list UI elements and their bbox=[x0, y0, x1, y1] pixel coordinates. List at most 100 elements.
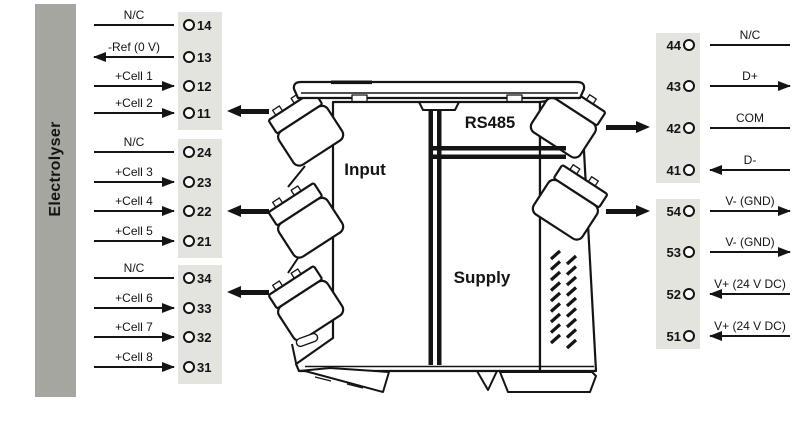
terminal-42: 42 bbox=[656, 120, 700, 136]
terminal-14: 14 bbox=[178, 17, 222, 33]
wire-row-51: V+ (24 V DC) bbox=[709, 318, 790, 341]
wire-line bbox=[94, 361, 175, 372]
wire-line bbox=[709, 330, 790, 341]
terminal-11: 11 bbox=[178, 105, 222, 121]
wire-label: +Cell 1 bbox=[115, 69, 153, 83]
terminal-circle-icon bbox=[183, 51, 195, 63]
wire-line bbox=[94, 302, 175, 313]
wire-row-23: +Cell 3 bbox=[94, 164, 175, 187]
terminal-circle-icon bbox=[683, 330, 695, 342]
terminal-number: 11 bbox=[197, 105, 211, 121]
flow-arrow-left-icon bbox=[227, 286, 269, 299]
wire-row-31: +Cell 8 bbox=[94, 349, 175, 372]
terminal-number: 33 bbox=[197, 300, 212, 316]
terminal-32: 32 bbox=[178, 329, 222, 345]
wire-row-14: N/C bbox=[94, 7, 174, 26]
terminal-circle-icon bbox=[683, 80, 695, 92]
housing-left-edge bbox=[287, 165, 306, 364]
wire-label: +Cell 4 bbox=[115, 194, 153, 208]
wire-line bbox=[94, 107, 175, 118]
terminal-block-24-21: 24 23 22 21 bbox=[178, 139, 222, 258]
terminal-52: 52 bbox=[656, 286, 700, 302]
arrow-right-icon bbox=[162, 205, 175, 216]
electrolyser-label: Electrolyser bbox=[46, 121, 64, 217]
wire-label: +Cell 8 bbox=[115, 350, 153, 364]
terminal-circle-icon bbox=[183, 80, 195, 92]
wire-label: V+ (24 V DC) bbox=[714, 277, 786, 291]
terminal-number: 44 bbox=[666, 37, 681, 53]
wire-line bbox=[710, 80, 791, 91]
arrow-right-icon bbox=[162, 176, 175, 187]
wire-label: +Cell 2 bbox=[115, 96, 153, 110]
terminal-circle-icon bbox=[183, 331, 195, 343]
flow-arrow-right-icon bbox=[606, 205, 650, 218]
terminal-block-54-51: 54 53 52 51 bbox=[656, 199, 700, 349]
flow-arrow-left-icon bbox=[227, 205, 269, 218]
terminal-number: 24 bbox=[197, 144, 212, 160]
arrow-right-icon bbox=[162, 235, 175, 246]
device-top-cap bbox=[292, 80, 586, 103]
wire-row-33: +Cell 6 bbox=[94, 290, 175, 313]
terminal-13: 13 bbox=[178, 49, 222, 65]
wire-row-32: +Cell 7 bbox=[94, 319, 175, 342]
terminal-number: 41 bbox=[666, 162, 681, 178]
terminal-number: 13 bbox=[197, 49, 212, 65]
terminal-24: 24 bbox=[178, 144, 222, 160]
wire-line bbox=[710, 246, 791, 257]
arrow-right-icon bbox=[162, 107, 175, 118]
wire-line bbox=[94, 331, 175, 342]
terminal-circle-icon bbox=[683, 39, 695, 51]
wire-line bbox=[94, 151, 174, 153]
wire-label: V+ (24 V DC) bbox=[714, 319, 786, 333]
wire-label: N/C bbox=[739, 28, 761, 42]
terminal-number: 21 bbox=[197, 233, 212, 249]
terminal-number: 14 bbox=[197, 17, 212, 33]
wire-row-22: +Cell 4 bbox=[94, 193, 175, 216]
wire-line bbox=[94, 235, 175, 246]
wire-label: V- (GND) bbox=[725, 235, 775, 249]
terminal-31: 31 bbox=[178, 359, 222, 375]
terminal-21: 21 bbox=[178, 233, 222, 249]
terminal-circle-icon bbox=[183, 205, 195, 217]
bus-bars bbox=[428, 111, 566, 365]
wire-label: +Cell 5 bbox=[115, 224, 153, 238]
din-rail-foot bbox=[298, 365, 597, 393]
wire-line bbox=[94, 277, 174, 279]
wire-label: COM bbox=[736, 111, 764, 125]
terminal-circle-icon bbox=[183, 302, 195, 314]
terminal-number: 51 bbox=[666, 328, 681, 344]
wire-line bbox=[94, 205, 175, 216]
terminal-block-14-11: 14 13 12 11 bbox=[178, 12, 222, 130]
wire-line bbox=[94, 24, 174, 26]
terminal-circle-icon bbox=[183, 272, 195, 284]
wire-row-52: V+ (24 V DC) bbox=[709, 276, 790, 299]
flow-arrow-left-icon bbox=[227, 105, 269, 118]
arrow-right-icon bbox=[778, 205, 791, 216]
arrow-left-icon bbox=[93, 51, 106, 62]
arrow-right-icon bbox=[162, 80, 175, 91]
electrolyser-bar: Electrolyser bbox=[35, 4, 76, 397]
wire-label: +Cell 3 bbox=[115, 165, 153, 179]
terminal-block-44-41: 44 43 42 41 bbox=[656, 33, 700, 183]
wire-line bbox=[93, 51, 174, 62]
terminal-circle-icon bbox=[683, 122, 695, 134]
terminal-number: 53 bbox=[666, 244, 681, 260]
wire-row-12: +Cell 1 bbox=[94, 68, 175, 91]
wire-line bbox=[709, 288, 790, 299]
terminal-circle-icon bbox=[683, 246, 695, 258]
top-notch bbox=[418, 101, 460, 111]
terminal-53: 53 bbox=[656, 244, 700, 260]
terminal-number: 42 bbox=[666, 120, 681, 136]
wire-label: D- bbox=[743, 153, 757, 167]
flow-arrow-right-icon bbox=[606, 121, 650, 134]
terminal-number: 31 bbox=[197, 359, 212, 375]
wire-line bbox=[710, 205, 791, 216]
wire-label: V- (GND) bbox=[725, 194, 775, 208]
wire-line bbox=[710, 127, 790, 129]
arrow-left-icon bbox=[709, 330, 722, 341]
wire-row-24: N/C bbox=[94, 134, 174, 153]
wire-label: N/C bbox=[123, 135, 145, 149]
terminal-circle-icon bbox=[183, 361, 195, 373]
terminal-23: 23 bbox=[178, 174, 222, 190]
